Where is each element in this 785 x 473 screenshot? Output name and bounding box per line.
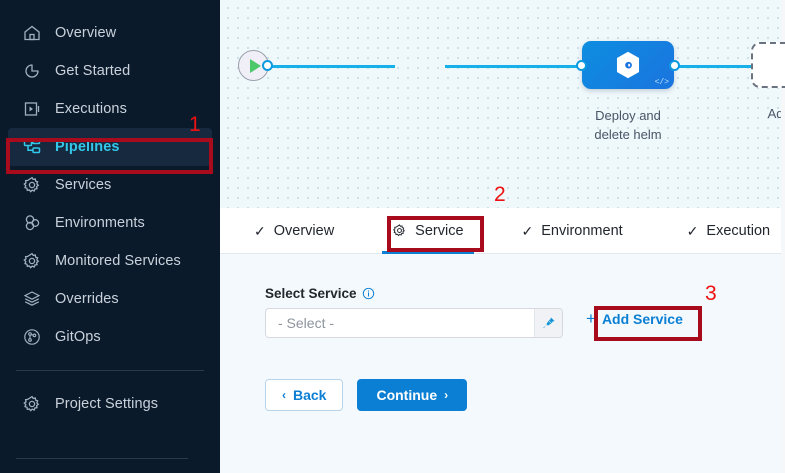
tab-label: Service: [415, 222, 464, 239]
layers-icon: [22, 289, 42, 309]
back-button-label: Back: [293, 387, 327, 403]
sidebar-item-label: Services: [55, 177, 112, 193]
add-service-button[interactable]: + Add Service: [586, 310, 683, 327]
sidebar-item-get-started[interactable]: Get Started: [8, 52, 212, 90]
pipeline-canvas[interactable]: </> Deploy and delete helm + Add Stage: [220, 0, 785, 208]
continue-button-label: Continue: [376, 387, 438, 403]
gear-icon: [392, 223, 407, 238]
info-icon[interactable]: [362, 287, 375, 300]
continue-button[interactable]: Continue ›: [357, 379, 468, 411]
annotation-number-1: 1: [189, 113, 201, 136]
chevron-right-icon: ›: [444, 388, 449, 402]
stage-node-deploy-and-delete-helm[interactable]: </>: [582, 41, 674, 89]
sidebar-item-overview[interactable]: Overview: [8, 14, 212, 52]
check-icon: ✓: [521, 222, 534, 239]
plus-icon: +: [586, 309, 596, 328]
sidebar-item-environments[interactable]: Environments: [8, 204, 212, 242]
annotation-number-2: 2: [494, 183, 506, 206]
check-icon: ✓: [686, 222, 699, 239]
sidebar-item-gitops[interactable]: GitOps: [8, 318, 212, 356]
pin-icon[interactable]: [534, 309, 562, 337]
tab-label: Execution: [706, 222, 771, 239]
annotation-number-3: 3: [705, 282, 717, 305]
sidebar: Overview Get Started Executions: [0, 0, 220, 473]
tab-environment[interactable]: ✓ Environment: [512, 208, 633, 254]
tab-execution[interactable]: ✓ Execution: [677, 208, 780, 254]
tab-label: Overview: [273, 222, 335, 239]
tab-service[interactable]: Service: [382, 208, 474, 254]
add-stage-label: Add Stage: [767, 106, 785, 121]
stage-label-line-2: delete helm: [594, 127, 662, 142]
sidebar-item-pipelines[interactable]: Pipelines: [8, 128, 212, 166]
monitored-services-icon: [22, 251, 42, 271]
select-service-label-row: Select Service: [265, 286, 375, 301]
environments-icon: [22, 213, 42, 233]
connector-dot: [576, 60, 587, 71]
tab-overview[interactable]: ✓ Overview: [244, 208, 344, 254]
stage-label-line-1: Deploy and: [595, 108, 661, 123]
executions-icon: [22, 99, 42, 119]
sidebar-divider: [16, 370, 204, 371]
pipelines-icon: [22, 137, 42, 157]
check-icon: ✓: [254, 222, 266, 239]
stage-node-label: Deploy and delete helm: [558, 106, 698, 144]
connector-dot: [262, 60, 273, 71]
sidebar-item-overrides[interactable]: Overrides: [8, 280, 212, 318]
select-service-placeholder: - Select -: [278, 315, 335, 331]
sidebar-item-executions[interactable]: Executions: [8, 90, 212, 128]
edge-start-to-stage: [268, 65, 395, 68]
service-panel: Select Service - Select -: [220, 254, 785, 473]
tab-label: Environment: [541, 222, 623, 239]
sidebar-item-services[interactable]: Services: [8, 166, 212, 204]
code-badge-icon: </>: [654, 78, 669, 87]
sidebar-bottom-divider: [16, 458, 188, 459]
sidebar-item-monitored-services[interactable]: Monitored Services: [8, 242, 212, 280]
back-button[interactable]: ‹ Back: [265, 379, 344, 411]
sidebar-item-label: Overrides: [55, 291, 119, 307]
add-service-label: Add Service: [601, 310, 683, 327]
sidebar-item-label: Pipelines: [55, 139, 120, 155]
home-icon: [22, 23, 42, 43]
connector-dot: [669, 60, 680, 71]
play-icon: [249, 58, 261, 73]
sidebar-item-label: GitOps: [55, 329, 101, 345]
gear-icon: [22, 175, 42, 195]
sidebar-item-project-settings[interactable]: Project Settings: [8, 385, 212, 423]
gear-icon: [22, 394, 42, 414]
sidebar-item-label: Project Settings: [55, 396, 159, 412]
sidebar-item-label: Overview: [55, 25, 117, 41]
stage-tabbar: ✓ Overview Service ✓ Environment ✓ Execu…: [220, 208, 785, 254]
get-started-icon: [22, 61, 42, 81]
gitops-icon: [22, 327, 42, 347]
select-service-label: Select Service: [265, 286, 357, 301]
chevron-left-icon: ‹: [282, 388, 286, 402]
sidebar-item-label: Environments: [55, 215, 145, 231]
add-stage-button[interactable]: +: [751, 42, 785, 88]
select-service-input[interactable]: - Select -: [265, 308, 563, 338]
form-actions: ‹ Back Continue ›: [265, 379, 468, 411]
cd-hexagon-icon: [616, 51, 640, 79]
pipeline-start-node[interactable]: [238, 50, 269, 81]
sidebar-item-label: Executions: [55, 101, 127, 117]
vertical-scrollbar[interactable]: [781, 0, 785, 473]
sidebar-item-label: Get Started: [55, 63, 131, 79]
sidebar-item-label: Monitored Services: [55, 253, 181, 269]
main-content: </> Deploy and delete helm + Add Stage ✓…: [220, 0, 785, 473]
